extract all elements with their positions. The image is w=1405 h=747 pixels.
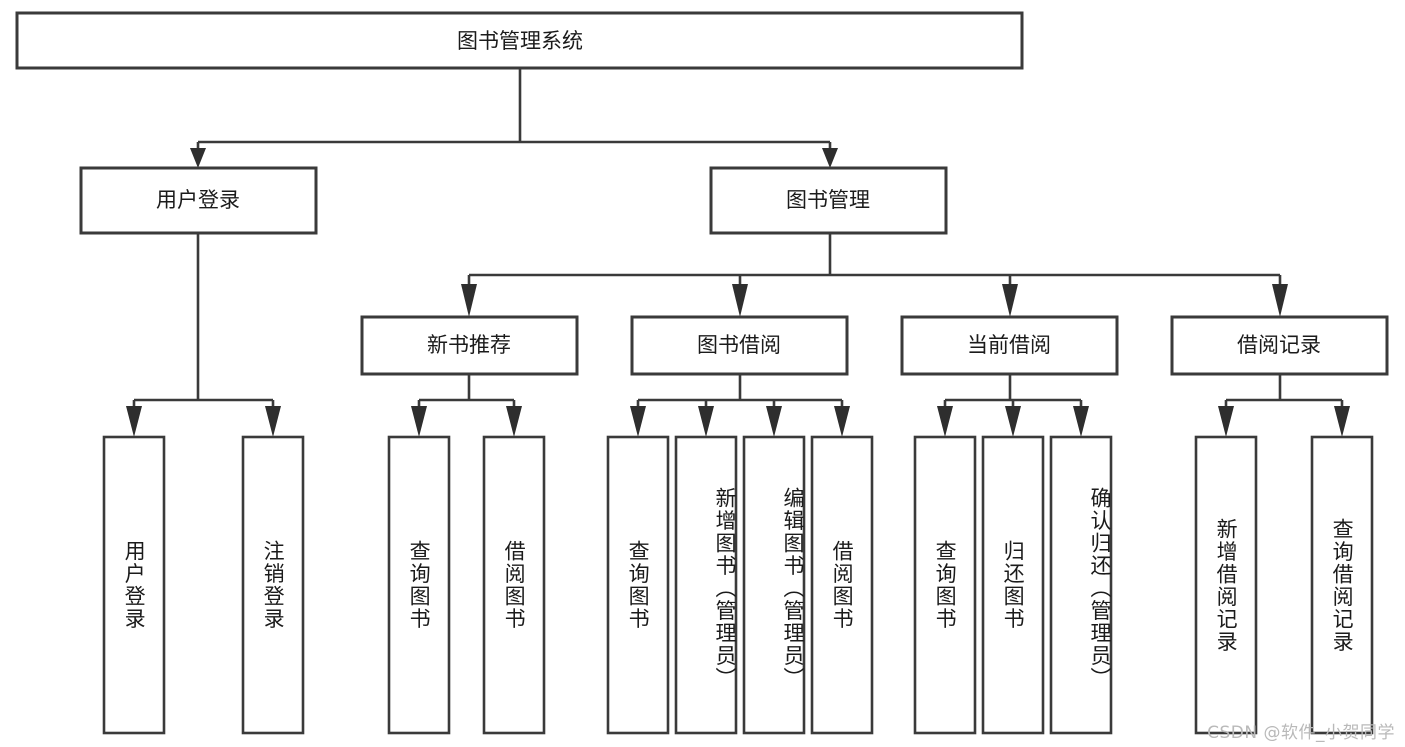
arrow-head-leaf-c2 bbox=[1005, 406, 1021, 437]
node-box-user-login[interactable] bbox=[79, 166, 318, 235]
node-label-user-login: 用户登录 bbox=[156, 188, 240, 212]
arrow-head-leaf-b2 bbox=[698, 406, 714, 437]
arrow-head-leaf-r1 bbox=[1218, 406, 1234, 437]
connector-group-newbook-to-leaves bbox=[411, 374, 522, 437]
leaf-box-borrow-book[interactable] bbox=[810, 435, 874, 735]
node-label-root: 图书管理系统 bbox=[457, 29, 583, 53]
arrow-head-user-login bbox=[190, 148, 206, 168]
node-box-new-book-recommend[interactable] bbox=[360, 315, 579, 376]
node-label-new-book-recommend: 新书推荐 bbox=[427, 333, 511, 357]
arrow-head-leaf-u2 bbox=[265, 406, 281, 437]
arrow-head-leaf-b1 bbox=[630, 406, 646, 437]
node-box-book-borrow[interactable] bbox=[630, 315, 849, 376]
leaf-box-return-book[interactable] bbox=[981, 435, 1045, 735]
node-label-book-borrow: 图书借阅 bbox=[697, 333, 781, 357]
node-box-borrow-record[interactable] bbox=[1170, 315, 1389, 376]
arrow-head-book-borrow bbox=[732, 284, 748, 317]
leaf-box-confirm-return-admin[interactable] bbox=[1049, 435, 1113, 735]
leaf-box-edit-book-admin[interactable] bbox=[742, 435, 806, 735]
node-box-root[interactable] bbox=[15, 11, 1024, 70]
arrow-head-leaf-n1 bbox=[411, 406, 427, 437]
leaf-box-user-login[interactable] bbox=[102, 435, 166, 735]
arrow-head-leaf-u1 bbox=[126, 406, 142, 437]
arrow-head-leaf-b4 bbox=[834, 406, 850, 437]
leaf-box-add-borrow-record[interactable] bbox=[1194, 435, 1258, 735]
arrow-head-leaf-b3 bbox=[766, 406, 782, 437]
leaf-box-borrow-book-new[interactable] bbox=[482, 435, 546, 735]
node-box-current-borrow[interactable] bbox=[900, 315, 1119, 376]
leaf-box-query-book-new[interactable] bbox=[387, 435, 451, 735]
node-label-borrow-record: 借阅记录 bbox=[1237, 333, 1321, 357]
leaf-box-add-book-admin[interactable] bbox=[674, 435, 738, 735]
leaf-box-query-book-current[interactable] bbox=[913, 435, 977, 735]
node-box-book-manage[interactable] bbox=[709, 166, 948, 235]
arrow-head-new-book bbox=[461, 284, 477, 317]
connector-group-userlogin-to-leaves bbox=[126, 233, 281, 437]
leaf-box-logout[interactable] bbox=[241, 435, 305, 735]
node-label-current-borrow: 当前借阅 bbox=[967, 333, 1051, 357]
connector-group-booksmanage-to-level2 bbox=[461, 233, 1288, 317]
arrow-head-borrow-record bbox=[1272, 284, 1288, 317]
arrow-head-book-manage bbox=[822, 148, 838, 168]
connector-group-root-to-level1 bbox=[190, 68, 838, 168]
arrow-head-leaf-r2 bbox=[1334, 406, 1350, 437]
arrow-head-leaf-n2 bbox=[506, 406, 522, 437]
connector-group-currentborrow-to-leaves bbox=[937, 374, 1089, 437]
arrow-head-current-borrow bbox=[1002, 284, 1018, 317]
arrow-head-leaf-c3 bbox=[1073, 406, 1089, 437]
connector-group-bookborrow-to-leaves bbox=[630, 374, 850, 437]
leaf-box-query-borrow-record[interactable] bbox=[1310, 435, 1374, 735]
leaf-box-query-book-borrow[interactable] bbox=[606, 435, 670, 735]
arrow-head-leaf-c1 bbox=[937, 406, 953, 437]
csdn-watermark: CSDN @软件_小贺同学 bbox=[1207, 723, 1395, 743]
connector-group-borrowrecord-to-leaves bbox=[1218, 374, 1350, 437]
node-label-book-manage: 图书管理 bbox=[786, 188, 870, 212]
